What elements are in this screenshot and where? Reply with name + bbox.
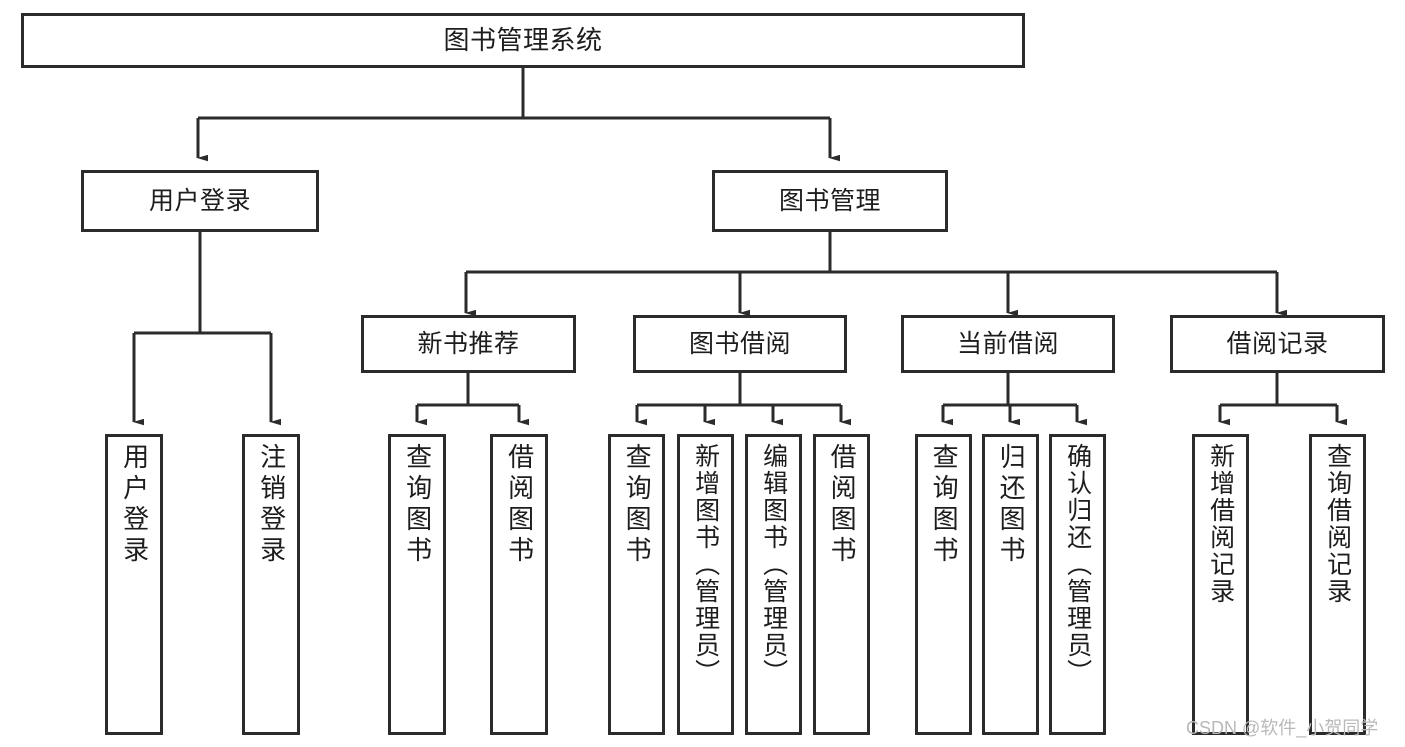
leaf-current-query-book[interactable]: 查询图书 bbox=[915, 434, 972, 735]
node-label: 查询图书 bbox=[622, 443, 653, 567]
node-label: 查询图书 bbox=[929, 443, 960, 567]
node-label: 确认归还（管理员） bbox=[1063, 443, 1092, 686]
leaf-logout[interactable]: 注销登录 bbox=[242, 434, 300, 735]
node-label: 查询借阅记录 bbox=[1323, 443, 1352, 605]
node-label: 新增借阅记录 bbox=[1206, 443, 1235, 605]
leaf-borrow-query-book[interactable]: 查询图书 bbox=[608, 434, 665, 735]
node-new-book-recommend[interactable]: 新书推荐 bbox=[361, 315, 576, 373]
node-root-book-management-system[interactable]: 图书管理系统 bbox=[21, 13, 1025, 68]
node-label: 借阅记录 bbox=[1226, 329, 1329, 358]
node-current-borrow[interactable]: 当前借阅 bbox=[901, 315, 1115, 373]
node-label: 图书管理 bbox=[778, 186, 881, 215]
node-label: 查询图书 bbox=[402, 443, 433, 567]
node-label: 新增图书（管理员） bbox=[691, 443, 720, 686]
node-borrow-record[interactable]: 借阅记录 bbox=[1170, 315, 1385, 373]
leaf-record-add-borrow-record[interactable]: 新增借阅记录 bbox=[1192, 434, 1249, 735]
node-label: 注销登录 bbox=[256, 443, 287, 567]
node-label: 图书管理系统 bbox=[443, 24, 603, 55]
leaf-borrow-add-book-admin[interactable]: 新增图书（管理员） bbox=[677, 434, 734, 735]
node-label: 图书借阅 bbox=[688, 329, 791, 358]
leaf-record-query-borrow-record[interactable]: 查询借阅记录 bbox=[1309, 434, 1366, 735]
leaf-borrow-edit-book-admin[interactable]: 编辑图书（管理员） bbox=[745, 434, 802, 735]
node-label: 用户登录 bbox=[148, 186, 251, 215]
leaf-user-login[interactable]: 用户登录 bbox=[105, 434, 163, 735]
node-label: 编辑图书（管理员） bbox=[759, 443, 788, 686]
leaf-new-book-query-book[interactable]: 查询图书 bbox=[388, 434, 446, 735]
node-book-management[interactable]: 图书管理 bbox=[712, 170, 948, 232]
node-label: 当前借阅 bbox=[956, 329, 1059, 358]
leaf-new-book-borrow-book[interactable]: 借阅图书 bbox=[490, 434, 548, 735]
leaf-borrow-borrow-book[interactable]: 借阅图书 bbox=[813, 434, 870, 735]
node-book-borrow[interactable]: 图书借阅 bbox=[633, 315, 847, 373]
leaf-current-confirm-return-admin[interactable]: 确认归还（管理员） bbox=[1049, 434, 1106, 735]
watermark-text: CSDN @软件_小贺同学 bbox=[1186, 718, 1379, 738]
node-label: 借阅图书 bbox=[504, 443, 535, 567]
node-label: 归还图书 bbox=[996, 443, 1027, 567]
node-label: 新书推荐 bbox=[417, 329, 520, 358]
node-user-login[interactable]: 用户登录 bbox=[81, 170, 319, 232]
leaf-current-return-book[interactable]: 归还图书 bbox=[982, 434, 1039, 735]
node-label: 借阅图书 bbox=[827, 443, 858, 567]
node-label: 用户登录 bbox=[119, 443, 150, 567]
